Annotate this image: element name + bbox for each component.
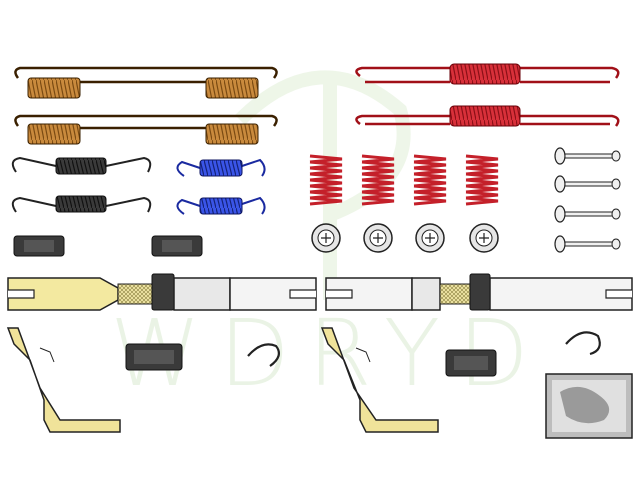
red-long-spring-icon xyxy=(355,105,620,127)
red-coil-spring-icon xyxy=(465,154,499,206)
hold-down-pin-icon xyxy=(554,205,621,223)
copper-long-spring-icon xyxy=(14,114,278,145)
hold-down-pin-icon xyxy=(554,175,621,193)
hold-down-pin-icon xyxy=(554,235,621,253)
black-short-spring-icon xyxy=(11,195,152,213)
retainer-cup-icon xyxy=(363,223,393,253)
hold-down-pin-icon xyxy=(554,147,621,165)
bushing-icon xyxy=(125,343,183,371)
red-coil-spring-icon xyxy=(361,154,395,206)
hook-icon xyxy=(247,343,280,367)
lever-icon xyxy=(320,327,439,433)
blue-short-spring-icon xyxy=(176,158,266,177)
adjuster-icon xyxy=(7,273,317,311)
bushing-icon xyxy=(445,349,497,377)
blue-short-spring-icon xyxy=(176,196,266,215)
grease-pack-icon xyxy=(545,373,633,439)
red-long-spring-icon xyxy=(355,63,620,85)
clip-icon xyxy=(151,235,203,257)
hook-icon xyxy=(565,331,601,356)
retainer-cup-icon xyxy=(311,223,341,253)
lever-icon xyxy=(6,327,121,433)
retainer-cup-icon xyxy=(415,223,445,253)
red-coil-spring-icon xyxy=(413,154,447,206)
red-coil-spring-icon xyxy=(309,154,343,206)
black-short-spring-icon xyxy=(11,156,152,175)
copper-long-spring-icon xyxy=(14,66,278,99)
retainer-cup-icon xyxy=(469,223,499,253)
adjuster-icon xyxy=(325,273,633,311)
clip-icon xyxy=(13,235,65,257)
